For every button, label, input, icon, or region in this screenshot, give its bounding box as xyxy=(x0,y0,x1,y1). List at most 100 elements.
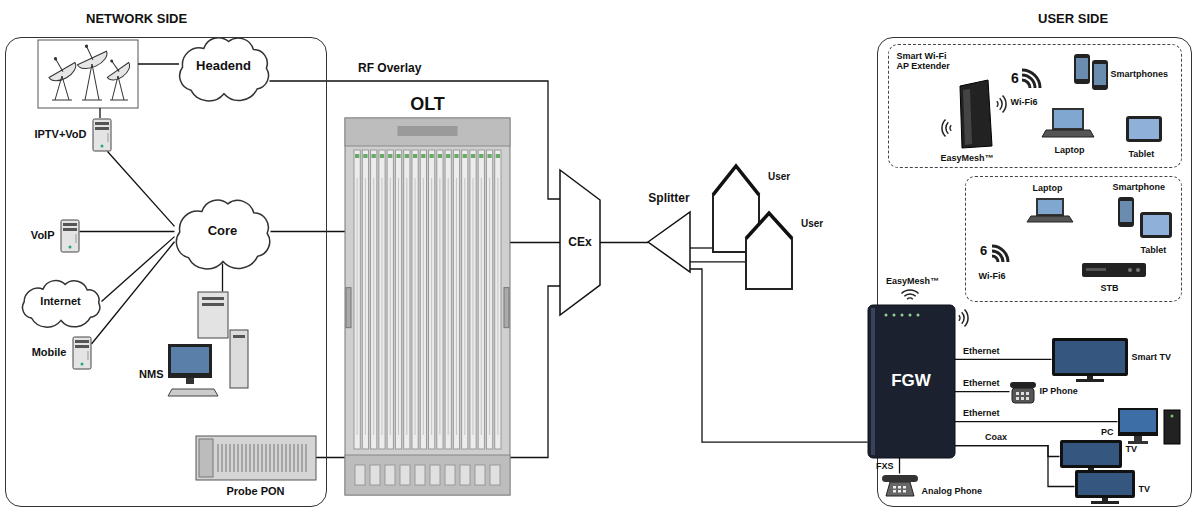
stb-icon xyxy=(1082,263,1146,277)
node-label: CEx xyxy=(568,236,591,250)
node-label: Tablet xyxy=(1129,149,1155,159)
smartphone-icon xyxy=(1118,197,1134,227)
cex-combiner: CEx xyxy=(560,170,600,315)
node-label: Mobile xyxy=(32,346,67,359)
nms-computers: NMS xyxy=(168,292,250,398)
connector-label: Ethernet xyxy=(963,378,1000,388)
node-label: Tablet xyxy=(1141,245,1167,255)
connector xyxy=(899,458,900,474)
connector xyxy=(222,264,223,292)
connector xyxy=(690,269,868,442)
dish-wires xyxy=(100,64,179,118)
laptop-icon xyxy=(1027,198,1073,222)
olt-chassis: OLT xyxy=(345,118,510,495)
ip-phone-outline xyxy=(1010,380,1036,404)
wifi-extender-group: Smart Wi-Fi AP ExtenderWi-Fi6 Smartphones… xyxy=(888,44,1182,168)
node-label: OLT xyxy=(410,94,445,115)
connector-label: Coax xyxy=(985,432,1007,442)
headend-cloud: Headend xyxy=(178,38,270,96)
olt-chassis-outline xyxy=(345,118,510,495)
analog-phone: Analog Phone xyxy=(882,474,918,496)
user-house-outline xyxy=(745,212,793,290)
node-label: IPTV+VoD xyxy=(34,128,86,141)
mobile-server: Mobile xyxy=(72,336,92,370)
probe-pon-outline xyxy=(196,436,316,480)
pc-outline xyxy=(1118,408,1180,444)
connector xyxy=(510,242,560,243)
splitter-outline xyxy=(648,212,690,272)
connector xyxy=(955,421,1118,422)
connector-label: Ethernet xyxy=(963,346,1000,356)
connector xyxy=(955,446,1060,457)
wifi6-number: 6 xyxy=(1011,70,1019,86)
node-label: Probe PON xyxy=(226,485,284,498)
connector xyxy=(600,242,648,243)
easymesh-label: EasyMesh™ xyxy=(886,276,939,286)
node-label: FGW xyxy=(891,371,931,391)
node-label: IP Phone xyxy=(1040,386,1078,396)
node-label: Smart Wi-Fi AP Extender xyxy=(897,51,961,72)
ip-phone: IP Phone xyxy=(1010,380,1036,404)
node-label: NMS xyxy=(139,368,163,381)
core-cloud: Core xyxy=(175,200,271,264)
node-label: Analog Phone xyxy=(922,486,983,496)
node-label: Wi-Fi6 xyxy=(979,271,1006,281)
node-label: TV xyxy=(1139,484,1151,494)
connector xyxy=(92,242,175,344)
node-label: NETWORK SIDE xyxy=(86,12,187,27)
smart-tv: Smart TV xyxy=(1052,338,1128,382)
internet-cloud: Internet xyxy=(20,282,102,322)
smartphones-icon xyxy=(1074,54,1108,90)
node-label: User xyxy=(801,218,823,230)
user-side-panel: USER SIDESmart Wi-Fi AP ExtenderWi-Fi6Sm… xyxy=(877,37,1192,507)
user-house: User xyxy=(745,212,793,290)
connector xyxy=(102,237,175,302)
node-label: USER SIDE xyxy=(1038,12,1108,27)
analog-phone-outline xyxy=(882,474,918,496)
iptv-vod-server-outline xyxy=(92,118,112,152)
node-label: VoIP xyxy=(31,229,55,242)
node-label: Smart TV xyxy=(1132,352,1172,362)
pc: PC xyxy=(1118,408,1180,444)
voip-server-outline xyxy=(60,219,80,253)
node-label: Core xyxy=(208,224,238,239)
node-label: User xyxy=(768,171,790,183)
tv: TV xyxy=(1075,470,1135,504)
probe-pon: Probe PON xyxy=(196,436,316,480)
tablet-icon xyxy=(1140,212,1172,238)
wifi6-number: 6 xyxy=(980,244,987,259)
connector-label: RF Overlay xyxy=(358,62,421,76)
network-side-panel: NETWORK SIDEHeadendIPTV+VoDCoreVoIPInter… xyxy=(5,37,327,507)
connector xyxy=(108,152,175,227)
node-label: Laptop xyxy=(1055,145,1085,155)
node-label: PC xyxy=(1101,427,1114,437)
connector xyxy=(690,261,745,262)
nms-computers-outline xyxy=(168,292,250,398)
connector xyxy=(80,231,175,232)
connector xyxy=(690,247,712,248)
connector-label: FXS xyxy=(876,461,894,471)
wifi6-logo xyxy=(992,70,1040,262)
wireless-waves xyxy=(902,96,1007,327)
tv: TV xyxy=(1060,440,1122,474)
connector xyxy=(955,359,1052,360)
connector-label: Ethernet xyxy=(963,408,1000,418)
smart-tv-outline xyxy=(1052,338,1128,382)
tv-outline xyxy=(1075,470,1135,504)
node-label: EasyMesh™ xyxy=(941,153,994,163)
iptv-vod-server: IPTV+VoD xyxy=(92,118,112,152)
satellite-dishes xyxy=(38,38,138,108)
node-label: Wi-Fi6 xyxy=(1011,97,1038,107)
laptop-icon xyxy=(1042,108,1094,137)
connector xyxy=(955,446,1075,487)
wifi-extender-device xyxy=(960,80,992,148)
node-label: Smartphone xyxy=(1113,182,1166,192)
node-label: STB xyxy=(1101,283,1119,293)
node-label: Internet xyxy=(40,295,80,308)
mobile-server-outline xyxy=(72,336,92,370)
wifi-client-group: LaptopSmartphoneTabletWi-Fi6STB xyxy=(965,176,1182,302)
node-label: Smartphones xyxy=(1111,69,1169,79)
connector xyxy=(955,391,1010,392)
fgw-gateway: FGW xyxy=(868,305,955,458)
